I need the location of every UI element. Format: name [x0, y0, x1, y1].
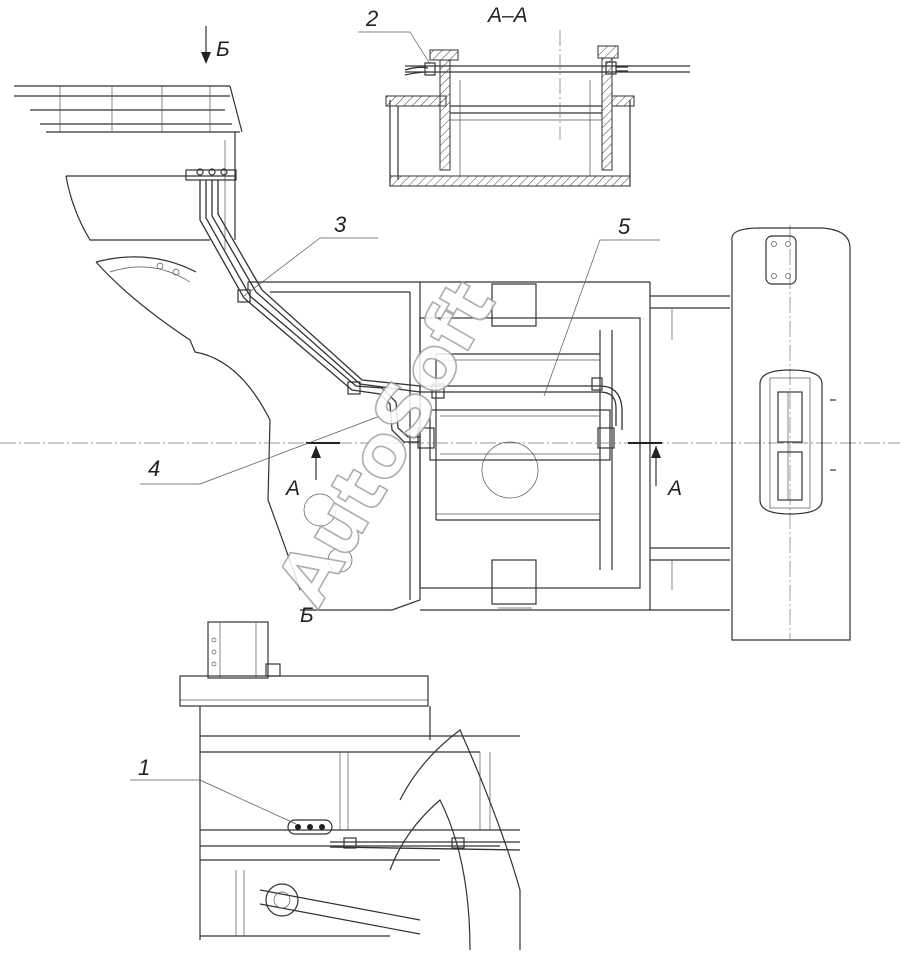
section-a-left-label: А: [284, 477, 300, 500]
callout-1-label: 1: [138, 755, 150, 780]
callout-1: 1: [130, 755, 297, 825]
callout-4-label: 4: [148, 456, 160, 481]
main-frame-plan: [0, 225, 900, 640]
hose-routing: [199, 180, 623, 443]
section-marker-left: А: [284, 442, 340, 500]
view-b-bottom-label: Б: [300, 604, 314, 627]
section-title: А–А: [486, 4, 528, 27]
view-b-bottom-marker: Б: [300, 604, 314, 627]
callout-5-label: 5: [618, 214, 631, 239]
section-marker-right: А: [628, 442, 682, 500]
section-view-a-a: А–А: [385, 4, 690, 187]
callout-2-label: 2: [365, 6, 378, 31]
callout-3: 3: [243, 212, 378, 297]
right-beam: [731, 227, 851, 641]
section-a-right-label: А: [666, 477, 682, 500]
watermark-text: AutoSoft: [260, 267, 512, 619]
callout-2: 2: [358, 6, 431, 65]
callout-4: 4: [140, 415, 381, 485]
view-b-structure: Б: [14, 26, 301, 591]
callout-5: 5: [543, 214, 660, 397]
side-view-bottom: [179, 621, 521, 951]
view-b-top-label: Б: [216, 38, 230, 61]
callout-3-label: 3: [334, 212, 347, 237]
